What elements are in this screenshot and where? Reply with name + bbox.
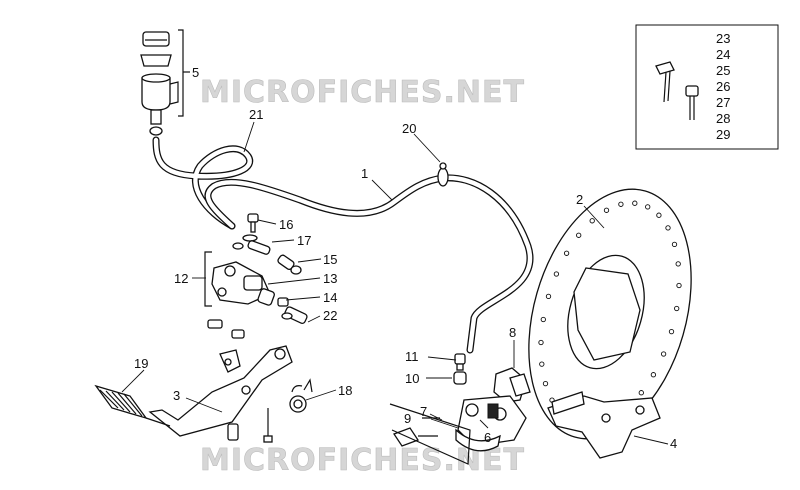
inset-label-25: 25	[716, 63, 730, 78]
disc-hole	[542, 380, 549, 387]
callout-9: 9	[404, 411, 411, 426]
brake-pedal	[94, 345, 313, 443]
pedal-rubber	[94, 384, 148, 420]
disc-hole	[563, 250, 570, 256]
disc-hole	[656, 212, 662, 218]
callout-16: 16	[279, 217, 293, 232]
callout-6: 6	[484, 430, 491, 445]
callout-21: 21	[249, 107, 263, 122]
brake-hoses	[152, 136, 534, 354]
callout-17: 17	[297, 233, 311, 248]
inset-label-27: 27	[716, 95, 730, 110]
disc-hole	[545, 293, 552, 300]
banjo-fittings	[232, 213, 302, 275]
disc-hole	[638, 390, 644, 396]
disc-hole	[539, 361, 545, 367]
bolt-short	[685, 85, 699, 120]
inset-label-23: 23	[716, 31, 730, 46]
callout-8: 8	[509, 325, 516, 340]
leader-lines	[121, 121, 669, 445]
bolt-long	[655, 61, 675, 103]
callout-22: 22	[323, 308, 337, 323]
callout-labels: 1 2 3 4 5 6 7 8 9 10 11 12 13 14 15 16 1…	[134, 65, 677, 451]
master-cylinder	[204, 251, 308, 339]
callout-13: 13	[323, 271, 337, 286]
disc-hole	[674, 305, 680, 312]
disc-hole	[589, 218, 595, 224]
disc-hole	[632, 200, 638, 206]
disc-hole	[618, 201, 624, 207]
disc-hole	[660, 351, 667, 357]
disc-hole	[645, 204, 651, 210]
disc-hole	[671, 241, 678, 248]
disc-hole	[576, 232, 582, 238]
disc-hole	[676, 282, 682, 289]
callout-14: 14	[323, 290, 337, 305]
brake-disc	[528, 188, 692, 440]
callout-3: 3	[173, 388, 180, 403]
inset-label-26: 26	[716, 79, 730, 94]
inset-fasteners: 23 24 25 26 27 28 29	[635, 24, 779, 150]
callout-1: 1	[361, 166, 368, 181]
disc-hole	[668, 328, 675, 335]
disc-hole	[650, 372, 657, 378]
disc-hole	[538, 339, 544, 346]
callout-11: 11	[405, 349, 419, 364]
callout-4: 4	[670, 436, 677, 451]
inset-label-24: 24	[716, 47, 730, 62]
disc-hole	[665, 225, 671, 231]
disc-hole	[675, 261, 681, 267]
callout-2: 2	[576, 192, 583, 207]
disc-hole	[540, 316, 546, 323]
callout-5: 5	[192, 65, 199, 80]
callout-7: 7	[420, 404, 427, 419]
caliper-bracket	[547, 391, 661, 459]
inset-label-28: 28	[716, 111, 730, 126]
brake-caliper	[389, 353, 531, 465]
callout-15: 15	[323, 252, 337, 267]
disc-hole	[553, 271, 560, 277]
fluid-reservoir	[140, 29, 190, 136]
disc-hole	[603, 207, 610, 213]
callout-12: 12	[174, 271, 188, 286]
callout-20: 20	[402, 121, 416, 136]
inset-label-29: 29	[716, 127, 730, 142]
watermark-top: MICROFICHES.NET	[200, 75, 525, 110]
callout-19: 19	[134, 356, 148, 371]
callout-10: 10	[405, 371, 419, 386]
return-spring	[289, 378, 313, 413]
callout-18: 18	[338, 383, 352, 398]
